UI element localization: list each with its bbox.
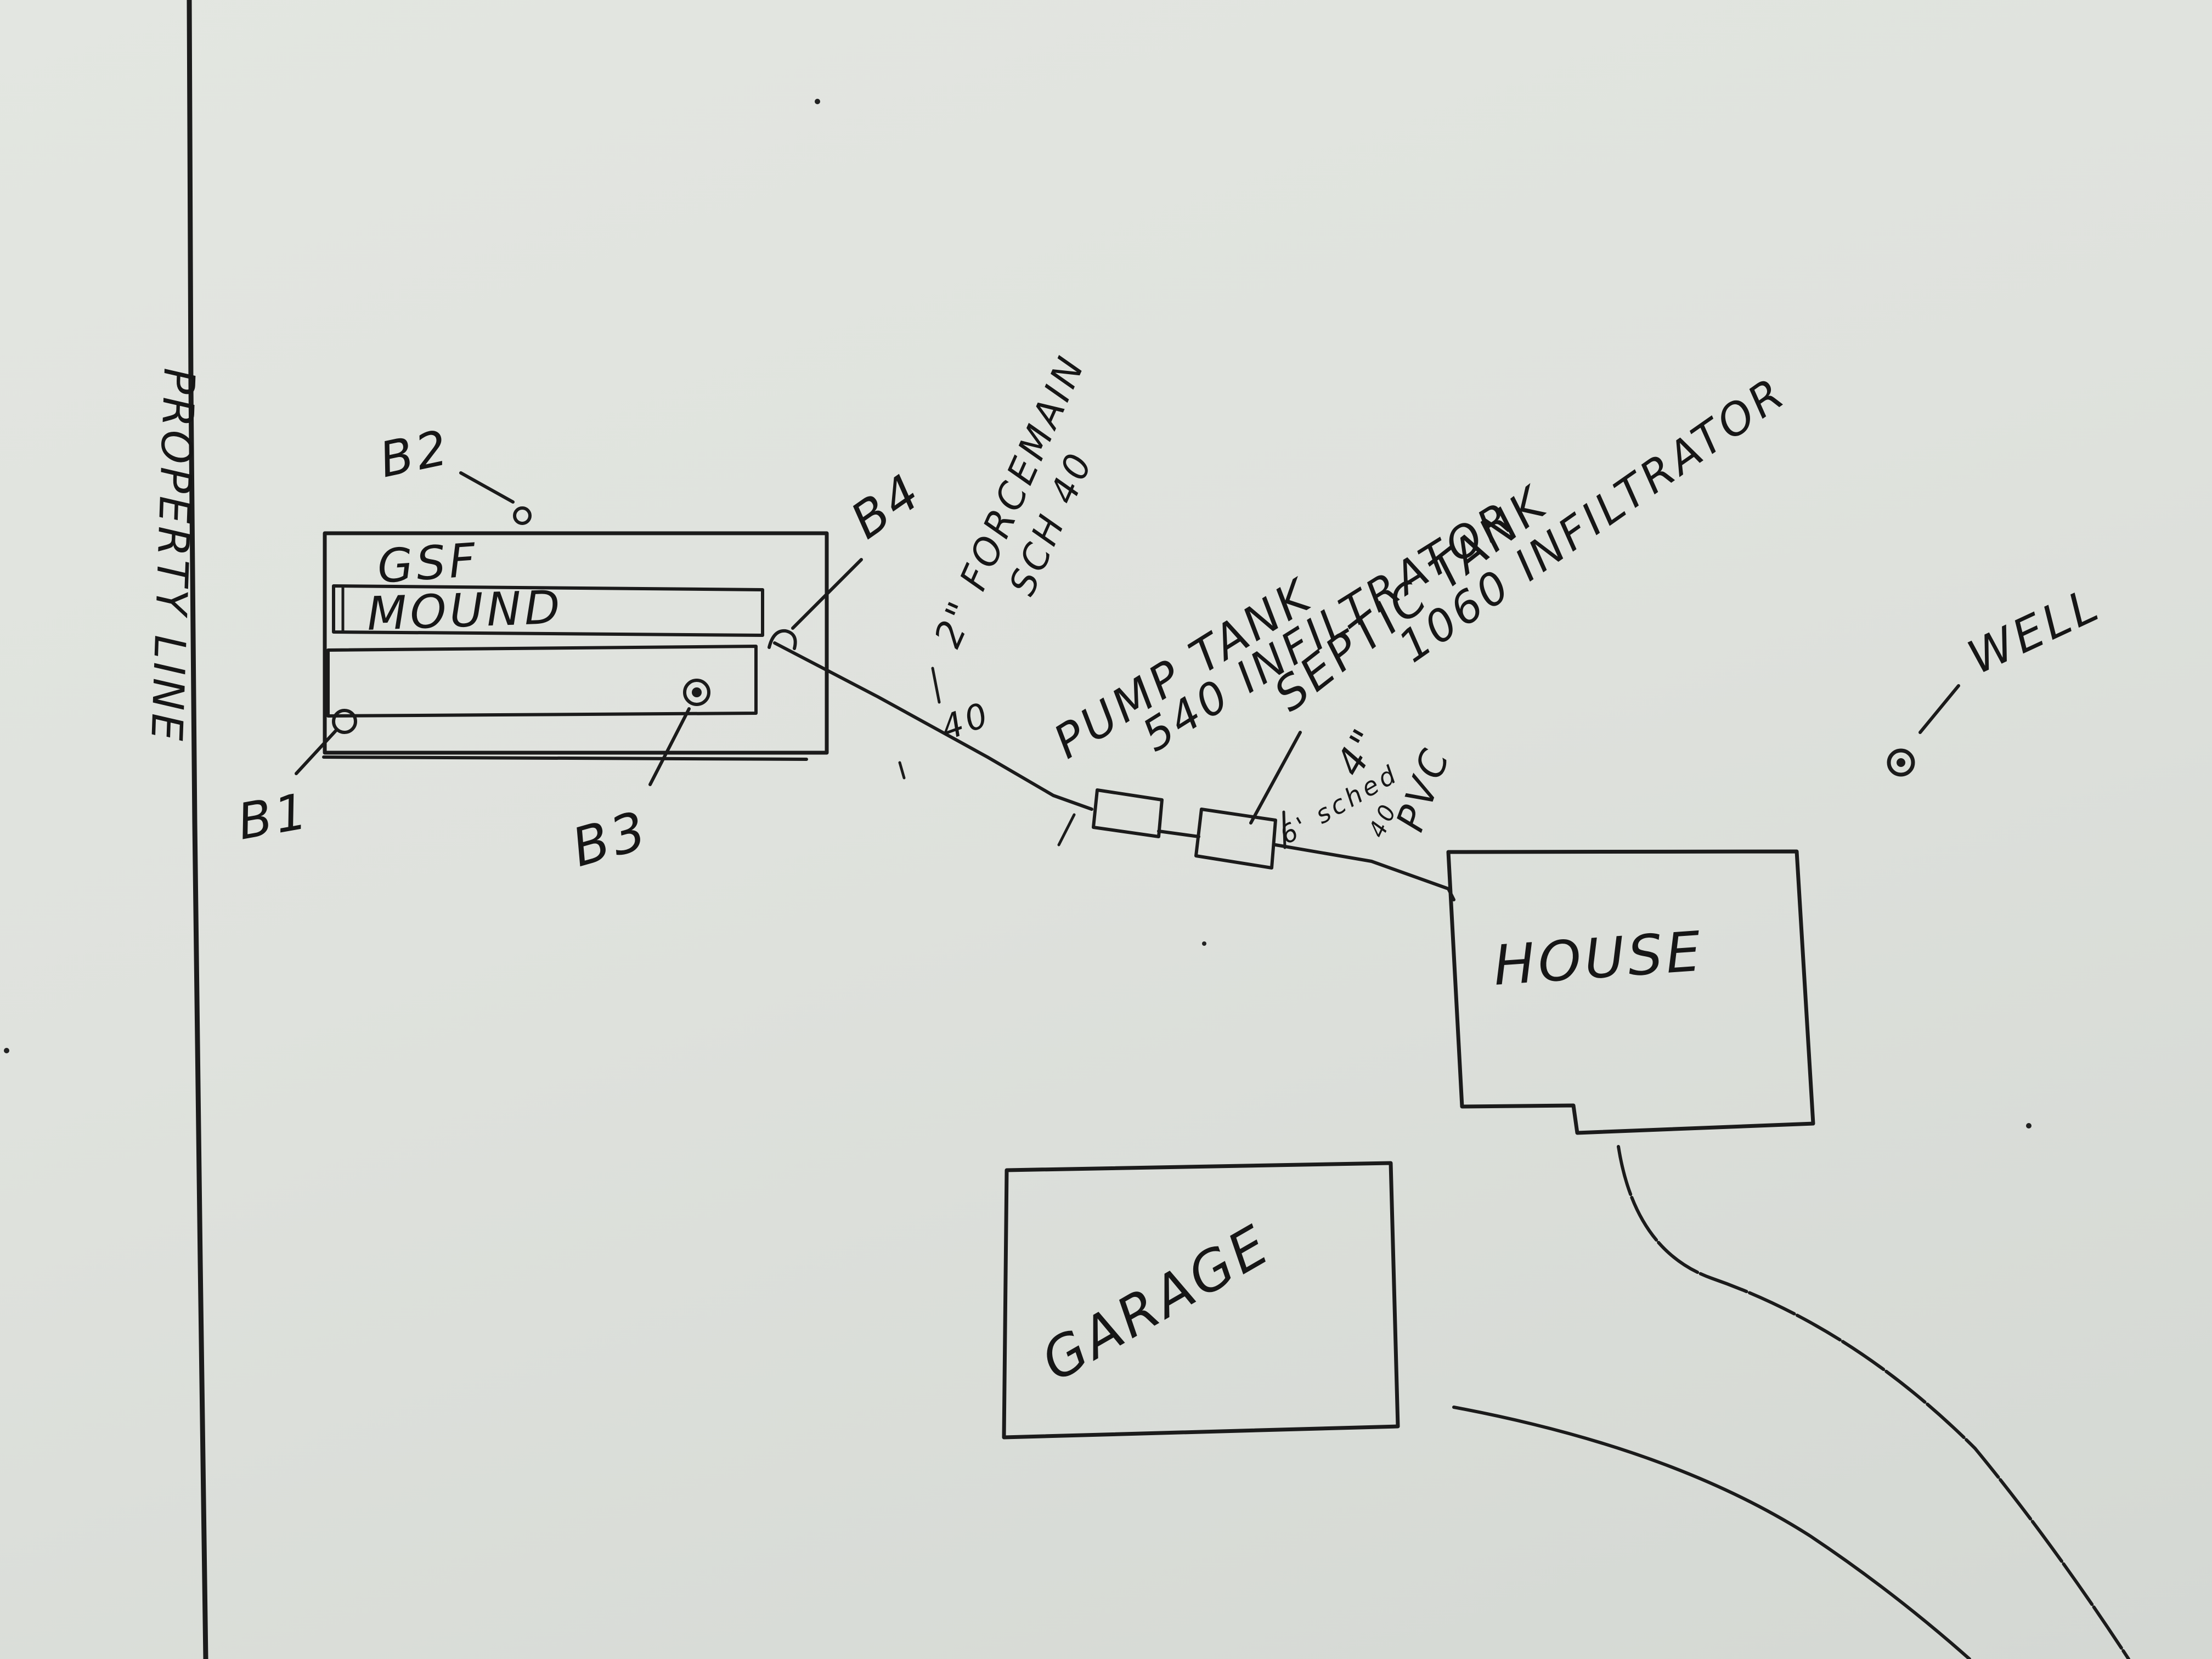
boring-b4-marker: [768, 558, 863, 650]
garage-outline: [1002, 1161, 1400, 1440]
force-main-line: [773, 641, 1093, 811]
septic-tank: [1194, 808, 1277, 870]
boring-b3-marker: [648, 679, 710, 786]
boring-b1-marker: [295, 709, 357, 775]
force-main-depth-label: 40: [935, 693, 996, 748]
mound-label: MOUND: [366, 580, 564, 641]
property-line: [187, 0, 208, 1659]
pump-tank: [1092, 788, 1164, 838]
pipe-material-label: PVC: [1387, 741, 1459, 837]
house-outline: [1446, 849, 1815, 1135]
well-label: WELL: [1960, 577, 2108, 685]
house-label: HOUSE: [1492, 919, 1706, 997]
building-sewer-pipe: [1274, 843, 1455, 901]
driveway-edge-lower: [1452, 1406, 1971, 1659]
boring-b3-label: B3: [565, 799, 655, 879]
gsf-label: GSF: [376, 533, 481, 594]
boring-b1-label: B1: [234, 782, 314, 851]
garage-label: GARAGE: [1031, 1212, 1282, 1394]
boring-b2-label: B2: [375, 419, 455, 488]
well-marker: [1887, 684, 1960, 777]
driveway-edge-upper: [1617, 1145, 2130, 1659]
tank-connector-pipe: [1157, 830, 1200, 838]
boring-b2-marker: [459, 471, 532, 525]
boring-b4-label: B4: [840, 462, 933, 550]
gsf-mound: [322, 531, 829, 761]
